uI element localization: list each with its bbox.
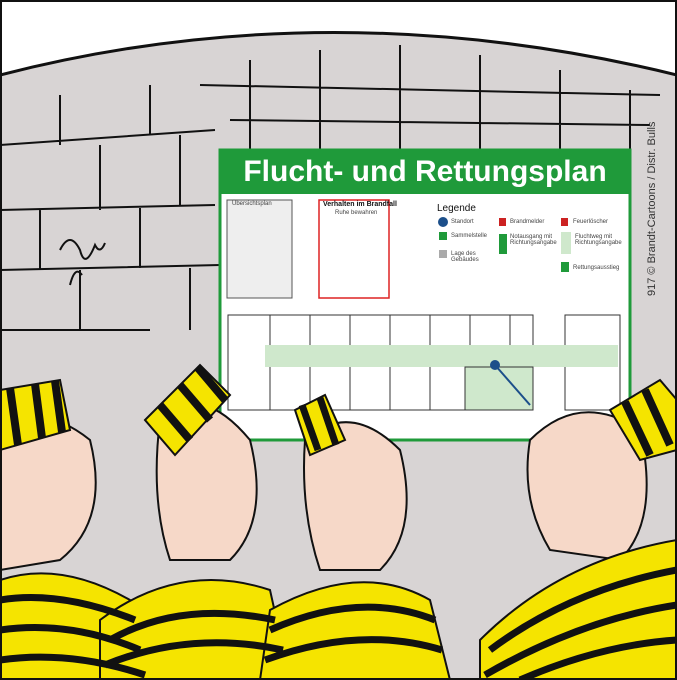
sign-title: Flucht- und Rettungsplan	[243, 155, 607, 188]
legend-title: Legende	[437, 203, 476, 214]
floor-plan	[227, 314, 621, 411]
conduct-title: Verhalten im Brandfall	[323, 201, 397, 208]
prison-stripes	[0, 566, 677, 680]
legend-item: Feuerlöscher	[573, 219, 609, 225]
prisoner-2	[99, 363, 292, 680]
artist-signature	[59, 239, 106, 286]
prisoner-3	[258, 393, 452, 680]
legend-item: Brandmelder	[510, 219, 545, 225]
legend-item: Standort	[451, 219, 474, 225]
overview-label: Übersichtsplan	[232, 201, 272, 207]
prisoner-1	[0, 378, 152, 680]
legend-item: Lage des Gebäudes	[451, 251, 479, 263]
copyright-credit: 917 © Brandt-Cartoons / Distr. Bulls	[646, 121, 658, 296]
legend-item: Fluchtweg mit Richtungsangabe	[575, 234, 622, 246]
conduct-subtitle: Ruhe bewahren	[335, 210, 378, 216]
legend-item: Sammelstelle	[451, 233, 488, 239]
legend-item: Rettungsausstieg	[573, 265, 620, 271]
legend-item: Notausgang mit Richtungsangabe	[510, 234, 557, 246]
